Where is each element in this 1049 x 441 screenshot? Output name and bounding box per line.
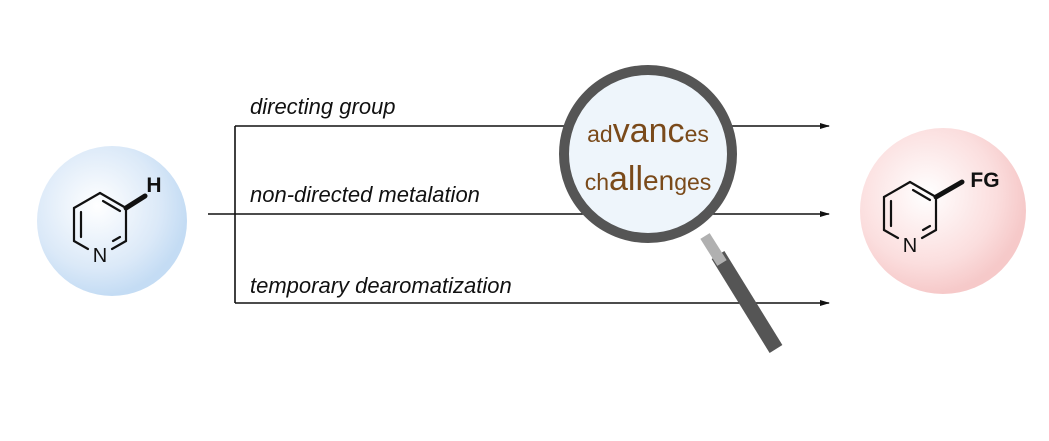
product-pyridine: N FG <box>860 128 1026 294</box>
product-nitrogen-label: N <box>903 235 917 257</box>
lens-advances-part-1: ad <box>587 121 613 147</box>
lens-challenges-part-4: ges <box>674 169 711 195</box>
lens-advances-part-3: es <box>685 121 709 147</box>
start-nitrogen-label: N <box>93 245 107 267</box>
product-halo <box>860 128 1026 294</box>
lens-word-advances: advances <box>587 112 709 150</box>
lens-word-challenges: challenges <box>585 160 712 198</box>
product-pyridine-ring <box>882 180 938 240</box>
magnifier-lens <box>559 65 737 243</box>
starting-pyridine: N H <box>37 146 187 296</box>
lens-challenges-part-2: all <box>609 160 643 198</box>
magnifier-collar <box>700 233 727 266</box>
lens-challenges-part-1: ch <box>585 169 609 195</box>
start-hydrogen-label: H <box>146 174 161 197</box>
lens-advances-part-2: vanc <box>613 112 685 150</box>
route-label-dearomatization: temporary dearomatization <box>250 273 512 298</box>
route-label-directing-group: directing group <box>250 94 396 119</box>
lens-challenges-part-3: en <box>643 165 674 196</box>
magnifier-handle <box>711 251 783 353</box>
product-fg-bond <box>933 179 965 200</box>
magnifying-glass-icon: advances challenges <box>559 65 783 353</box>
start-pyridine-ring <box>72 191 128 251</box>
route-label-non-directed: non-directed metalation <box>250 182 480 207</box>
start-h-bond <box>123 193 148 211</box>
product-fg-label: FG <box>970 169 999 192</box>
start-halo <box>37 146 187 296</box>
